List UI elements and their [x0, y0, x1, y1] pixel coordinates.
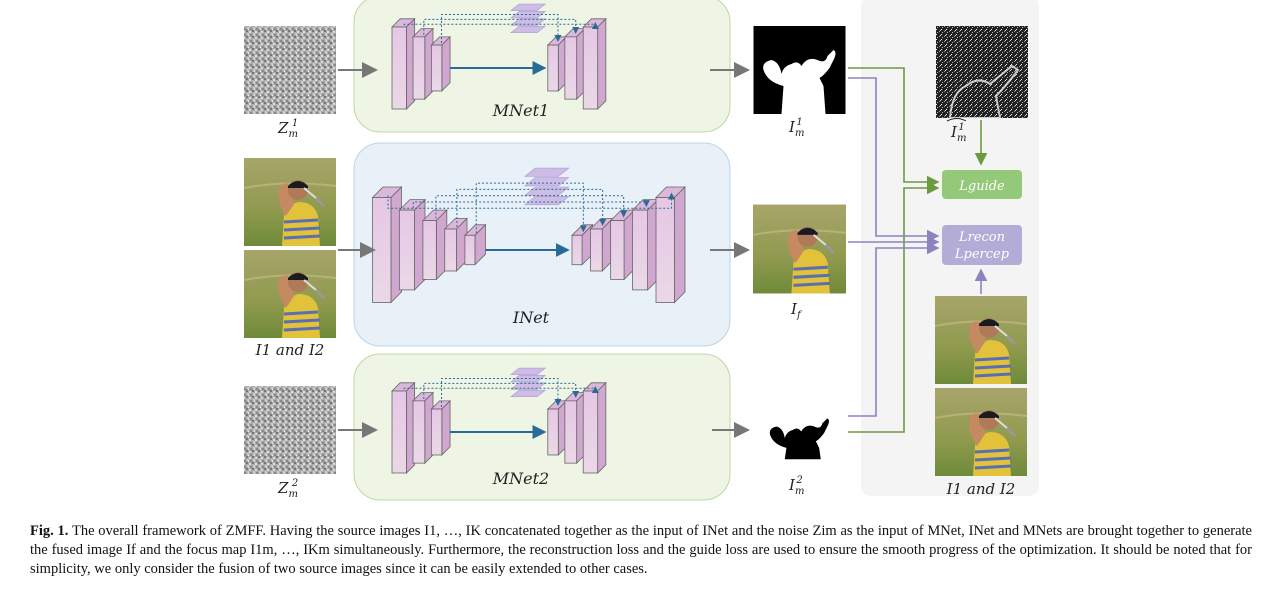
guide-loss-box	[942, 170, 1022, 199]
source-image-1	[244, 158, 336, 246]
fused-image	[753, 204, 846, 294]
target-image-1	[935, 296, 1027, 384]
percep-loss-label: Lpercep	[954, 247, 1010, 262]
guide-map-image	[936, 26, 1028, 118]
focus-map-2	[761, 402, 838, 474]
noise-image-z2	[244, 386, 336, 474]
mnet1-label: MNet1	[492, 101, 549, 120]
guide-map-label: Im1	[950, 122, 966, 144]
fused-image-label: If	[790, 300, 803, 321]
caption-text: The overall framework of ZMFF. Having th…	[30, 523, 1252, 577]
guide-connectors	[848, 67, 988, 433]
guide-loss-label: Lguide	[958, 179, 1005, 194]
mnet2-label: MNet2	[492, 469, 549, 488]
mnet1-architecture	[391, 3, 607, 110]
caption-label: Fig. 1.	[30, 523, 69, 539]
z1-label: Zm1	[277, 118, 298, 140]
mnet2-architecture	[391, 367, 607, 474]
focus-map-1	[753, 26, 846, 114]
noise-image-z1	[244, 26, 336, 114]
inputs-left-label: I1 and I2	[255, 341, 325, 359]
focus-map-1-label: Im1	[788, 117, 804, 139]
focus-map-2-label: Im2	[788, 475, 804, 497]
guide-map-hat	[946, 118, 967, 122]
recon-loss-label: Lrecon	[958, 230, 1005, 245]
guide-map-outline	[948, 64, 1020, 119]
inet-label: INet	[512, 308, 550, 327]
z2-label: Zm2	[277, 478, 298, 500]
inet-architecture	[371, 167, 686, 304]
inet-panel	[353, 142, 731, 347]
figure-caption: Fig. 1. The overall framework of ZMFF. H…	[30, 522, 1252, 579]
source-image-2	[244, 250, 336, 338]
recon-percep-loss-box	[942, 225, 1022, 265]
framework-figure: MNet1 INet MNet2 Zm1 I1 and I2 Zm2 Im1 I…	[244, 0, 1039, 501]
recon-connectors	[848, 77, 988, 417]
inputs-right-label: I1 and I2	[946, 480, 1016, 498]
target-image-2	[935, 388, 1027, 476]
